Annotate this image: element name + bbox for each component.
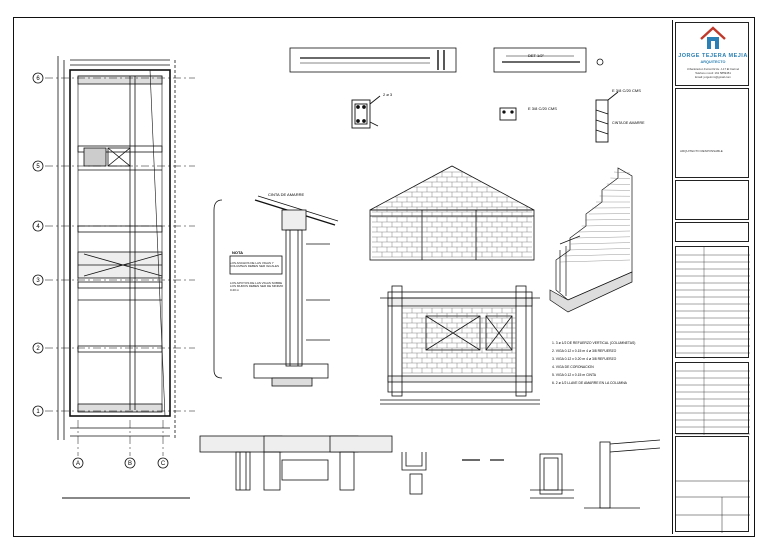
axis-label-3: 3 [36,278,40,284]
firm-subtitle: ARQUITECTO [700,60,726,64]
isometric-wall [549,167,633,313]
section-label: ARQUITECTO RESPONSABLE [680,149,723,153]
axis-bubble-col: B [124,457,136,469]
architect-cell: ARQUITECTO RESPONSABLE [675,88,749,178]
firm-address: Urbanizacion Furrat 02 Av. J-17 El Carme… [686,67,740,71]
sheet-number-cell [675,436,750,533]
stirrup-detail [595,91,619,143]
axis-label-2: 2 [36,346,40,352]
note-text-2: LOS APOYOS DE LAS VIGAS SOBRE LOS MUROS … [230,282,284,292]
gable-brick-pattern [372,171,532,258]
house-roof-logo-icon [700,26,726,49]
note-text: LOS ANCHOS DE LAS VIGAS Y COLUMNAS DEBEN… [230,262,280,269]
axis-bubble-row: 6 [32,72,44,84]
axis-bubble-row: 2 [32,342,44,354]
axis-bubble-row: 4 [32,220,44,232]
tie-label: CINTA DE AMARRE [612,121,645,125]
axis-label-4: 4 [36,224,40,230]
drawing-frame [13,17,755,537]
axis-label-C: C [161,461,166,467]
wall-elevation [380,285,540,405]
axis-label-6: 6 [36,76,40,82]
axis-bubble-col: C [157,457,169,469]
rebar-label-a: 2 ø 3 [383,92,393,97]
blank-cell-2 [675,222,749,242]
beam-section-detail [499,107,517,121]
wall-legend: 1. 3 ø 1/2 DE REFUERZO VERTICAL (COLUMNE… [552,341,635,385]
schedule-grid [676,247,750,359]
beam-label: DET 1/2" [528,53,545,58]
axis-bubble-row: 5 [32,160,44,172]
firm-phone: Telefono movil: 161 5859451 [695,71,731,75]
firm-email: Email: jorgetmm@gmail.com [695,75,731,79]
blank-cell-1 [675,180,749,220]
legend-item-2: 2. VIGA 0.12 x 0.15 m 4 ø 3/8 REFUERZO [552,349,617,353]
legend-item-3: 3. VIGA 0.12 x 0.20 m 4 ø 3/8 REFUERZO [552,357,617,361]
axis-label-B: B [128,461,132,467]
stirrup-label: E 3/8 C/20 CMS [612,88,641,93]
axis-label-5: 5 [36,164,40,170]
axis-label-1: 1 [36,409,40,415]
beam-detail-2 [493,47,604,73]
revision-grid [676,363,750,435]
legend-item-5: 5. VIGA 0.12 x 0.15 m CINTA [552,373,597,377]
axis-label-A: A [76,461,80,467]
footing-details [199,435,661,509]
legend-item-4: 4. VIGA DE CORONACION [552,365,594,369]
column-section-detail [351,95,381,129]
firm-info-cell: JORGE TEJERA MEJIA ARQUITECTO Urbanizaci… [675,22,749,86]
schedule-table [675,246,750,359]
title-block: JORGE TEJERA MEJIA ARQUITECTO Urbanizaci… [672,20,753,534]
wall-brick-pattern [402,307,516,374]
section-title: CINTA DE AMARRE [268,192,304,197]
legend-item-1: 1. 3 ø 1/2 DE REFUERZO VERTICAL (COLUMNE… [552,341,635,345]
axis-bubble-row: 1 [32,405,44,417]
axis-bubble-row: 3 [32,274,44,286]
sheet-number-grid [676,480,750,533]
legend-item-6: 6. 2 ø 1/2 LLAVE DE AMARRE EN LA COLUMNA [552,381,628,385]
note-title: NOTA [232,250,243,255]
revision-table [675,362,750,435]
axis-bubble-col: A [72,457,84,469]
wall-section-detail [213,195,339,387]
plan-axis-bubbles: 6 5 4 3 2 1 A B C [32,72,169,469]
beam-detail-1 [289,47,457,73]
floor-plan [45,56,195,499]
firm-name: JORGE TEJERA MEJIA [678,53,748,59]
rebar-label-b: E 3/8 C/20 CMS [528,106,557,111]
isometric-brick-pattern [559,171,631,263]
